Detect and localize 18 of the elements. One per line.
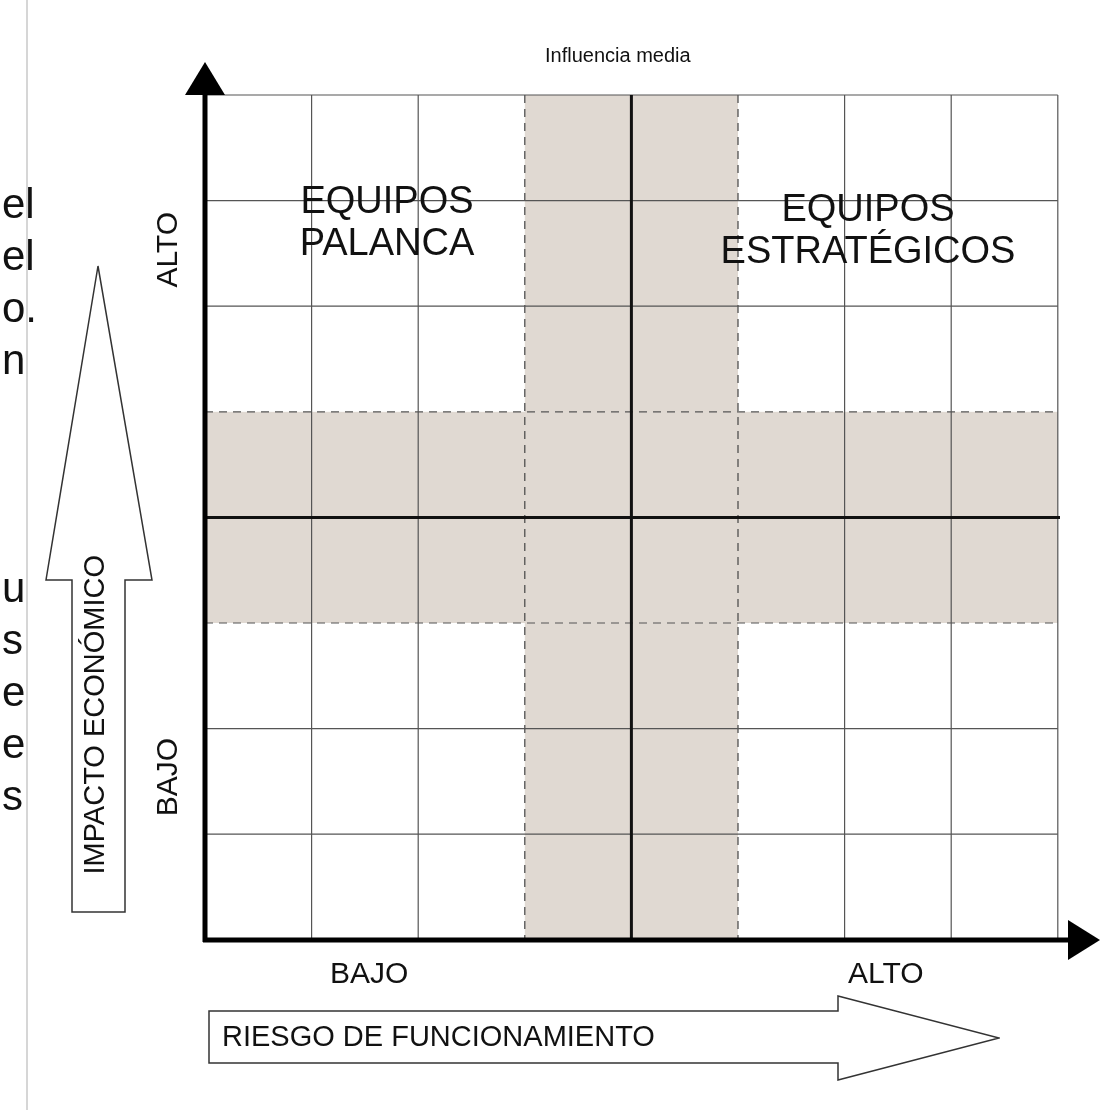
axis-title: RIESGO DE FUNCIONAMIENTO: [222, 1022, 655, 1051]
axis-tick-label: BAJO: [330, 958, 409, 988]
text-fragment: e: [2, 671, 26, 713]
axis-tick-label: ALTO: [152, 212, 182, 288]
text-fragment: u: [2, 567, 26, 609]
text-fragment: n: [2, 339, 26, 381]
text-fragment: o.: [2, 287, 38, 329]
text-fragment: e: [2, 723, 26, 765]
text-fragment: el: [2, 183, 35, 225]
axis-tick-label: ALTO: [848, 958, 924, 988]
hollow-arrow: [45, 265, 153, 913]
band-label: Influencia media: [545, 45, 691, 65]
axis-tick-label: BAJO: [152, 738, 182, 817]
text-fragment: s: [2, 619, 23, 661]
hollow-arrow: [208, 995, 1000, 1081]
text-fragment: el: [2, 235, 35, 277]
axis-title: IMPACTO ECONÓMICO: [80, 555, 109, 875]
text-fragment: s: [2, 775, 23, 817]
